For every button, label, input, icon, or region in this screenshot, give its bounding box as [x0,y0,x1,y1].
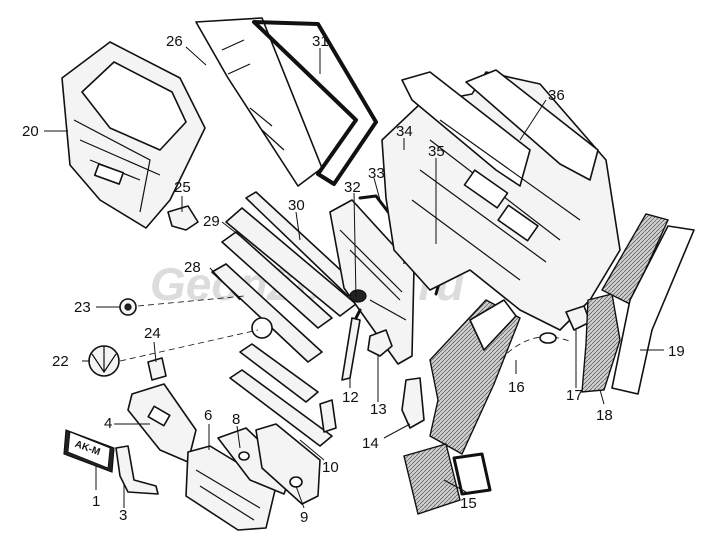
part-16-pillar-panel [429,299,573,455]
callout-28: 28 [184,259,201,276]
callout-29: 29 [203,213,220,230]
callout-3: 3 [119,507,127,524]
part-20-door-inner-panel [61,41,206,229]
callout-30: 30 [288,197,305,214]
callout-6: 6 [204,407,212,424]
callout-17: 17 [566,387,583,404]
callout-labels: 20 26 31 25 29 30 28 32 33 34 35 36 23 2… [22,33,685,526]
part-14-bracket [401,377,425,429]
callout-32: 32 [344,179,361,196]
part-19-pillar-outer [601,213,695,395]
part-4-plate-bracket [127,383,197,463]
callout-15: 15 [460,495,477,512]
callout-36: 36 [548,87,565,104]
part-1-badge: AK-M [63,429,115,473]
callout-14: 14 [362,435,379,452]
part-12-gas-strut [341,308,362,381]
callout-23: 23 [74,299,91,316]
callout-31: 31 [312,33,329,50]
callout-35: 35 [428,143,445,160]
part-22-emblem [88,329,259,377]
part-26-rear-glass [195,17,323,187]
callout-19: 19 [668,343,685,360]
callout-26: 26 [166,33,183,50]
part-25-clip [167,205,199,231]
leader-lines [44,46,664,509]
callout-4: 4 [104,415,112,432]
part-28-lower-trim-board [211,263,323,363]
part-10-trim-strip [229,343,337,447]
callout-33: 33 [368,165,385,182]
part-36-rear-body-shell [381,69,621,331]
part-3-bracket [115,445,159,495]
part-6-bumper-end [185,445,277,531]
part-32-lock-bracket [329,199,415,365]
callout-9: 9 [300,509,308,526]
callout-8: 8 [232,411,240,428]
callout-1: 1 [92,493,100,510]
callout-10: 10 [322,459,339,476]
callout-24: 24 [144,325,161,342]
callout-34: 34 [396,123,413,140]
part-9-bumper-end-right [255,423,321,505]
callout-25: 25 [174,179,191,196]
part-13-latch [367,329,393,357]
callout-16: 16 [508,379,525,396]
part-24-clip [147,357,167,381]
part-31-glass-seal [252,20,378,186]
callout-13: 13 [370,401,387,418]
callout-18: 18 [596,407,613,424]
callout-12: 12 [342,389,359,406]
callout-20: 20 [22,123,39,140]
part-15-lamp-housing [403,443,492,515]
callout-22: 22 [52,353,69,370]
